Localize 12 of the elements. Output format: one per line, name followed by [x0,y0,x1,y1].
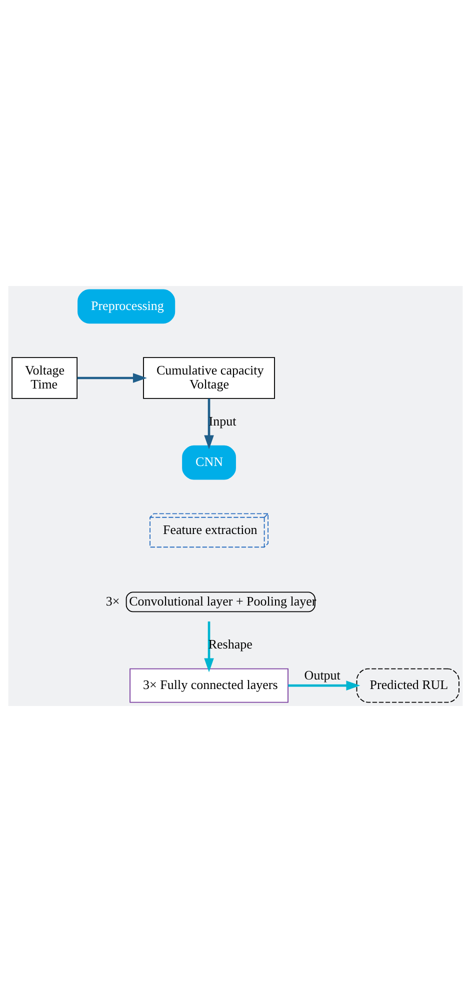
node-box: Preprocessing [78,288,176,324]
node-box: 3× Fully connected layers [130,668,288,702]
node-box: CNN [182,444,236,480]
arrow [204,620,214,672]
node-box: Cumulative capacity Voltage [143,356,275,398]
arrow [288,680,360,690]
node-box: Voltage Time [12,356,78,398]
edge-label: Output [304,666,340,682]
arrow [77,372,147,382]
node-box: Predicted RUL [356,668,460,702]
arrow [204,398,214,449]
node-label: 3× [106,592,120,608]
